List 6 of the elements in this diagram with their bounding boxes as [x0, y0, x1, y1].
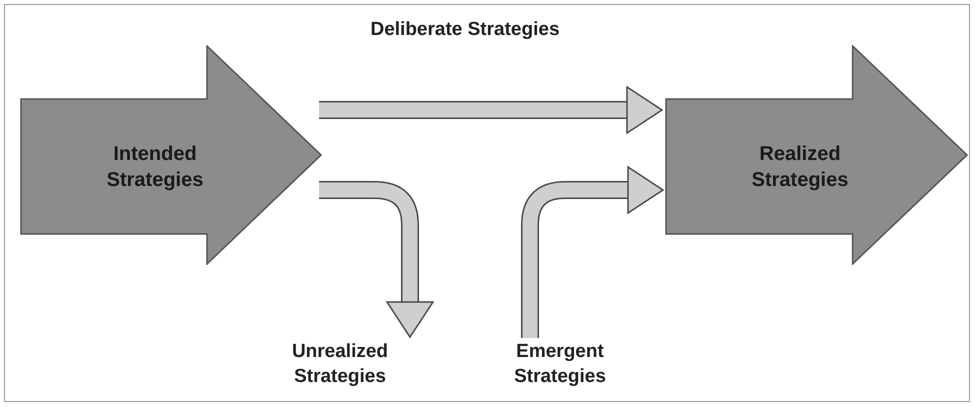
process-shape — [20, 45, 322, 265]
node-label: Realized Strategies — [750, 142, 850, 192]
node-label: Unrealized Strategies — [290, 340, 390, 389]
process-shape — [665, 45, 968, 265]
node-label: Intended Strategies — [106, 142, 204, 192]
node-label: Emergent Strategies — [513, 340, 607, 389]
